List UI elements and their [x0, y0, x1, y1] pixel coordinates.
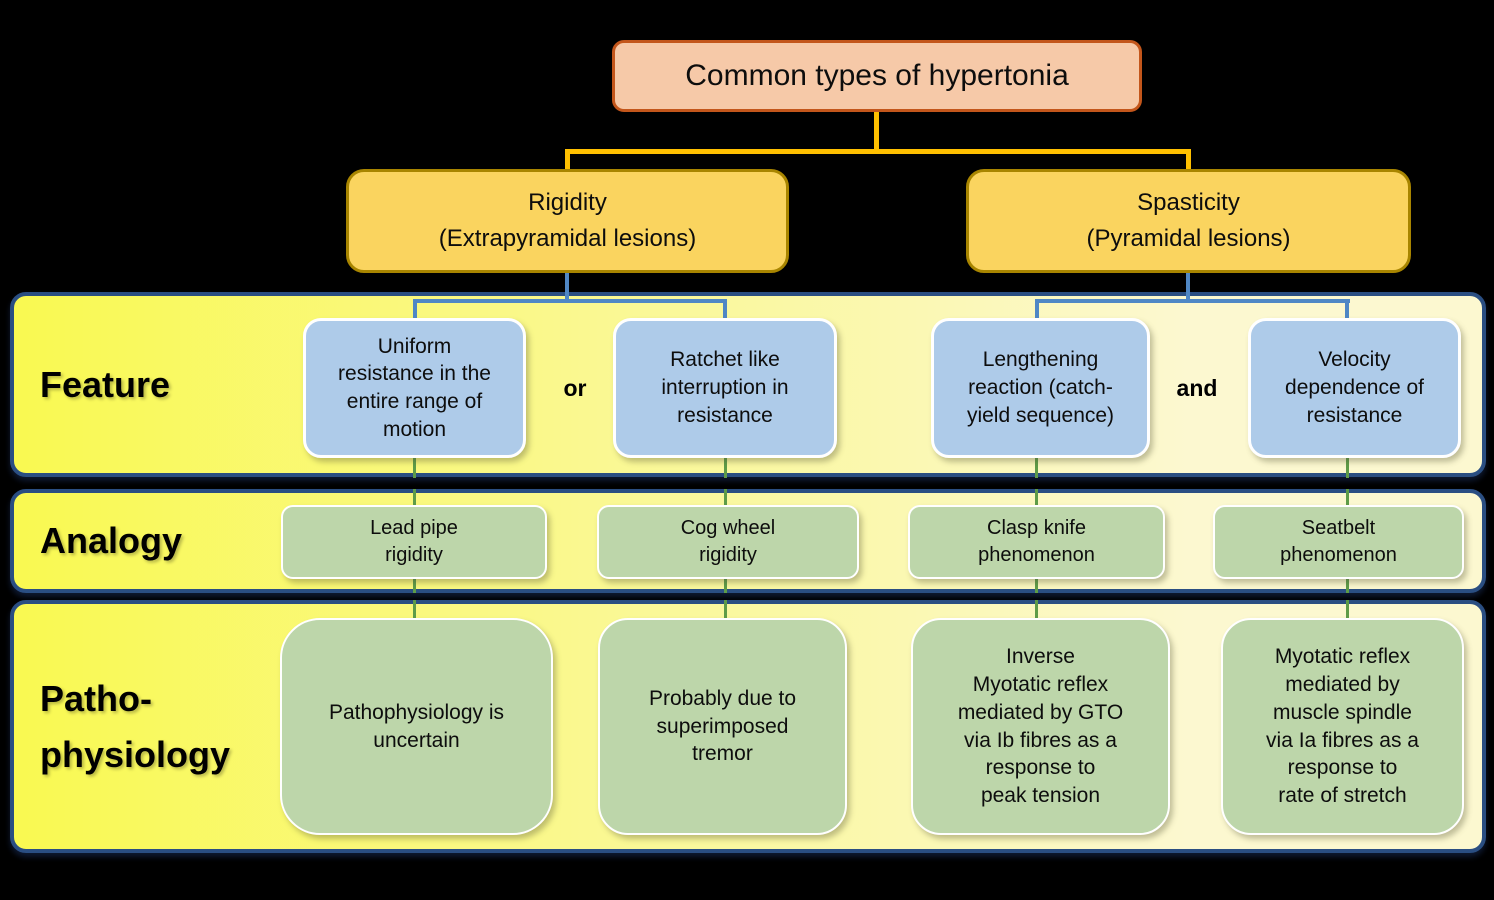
- connector-col1-patho-in: [413, 600, 416, 619]
- connector-spasticity-stem: [1186, 272, 1190, 303]
- connector-col4-feature-out: [1346, 455, 1349, 478]
- feature-lengthening-reaction: Lengthening reaction (catch- yield seque…: [931, 318, 1150, 458]
- analogy-lead-pipe: Lead pipe rigidity: [281, 505, 547, 579]
- patho-myotatic-reflex: Myotatic reflex mediated by muscle spind…: [1221, 618, 1464, 835]
- connector-col4-analogy-in: [1346, 489, 1349, 507]
- feature-uniform-resistance: Uniform resistance in the entire range o…: [303, 318, 526, 458]
- connector-rigidity-stem: [565, 272, 569, 303]
- connector-col2-patho-in: [724, 600, 727, 619]
- connector-spasticity-drop: [1186, 149, 1191, 170]
- connector-col4-patho-in: [1346, 600, 1349, 619]
- analogy-row-label: Analogy: [40, 520, 183, 562]
- connector-col1-feature-out: [413, 455, 416, 478]
- connector-feature1-drop: [413, 299, 417, 319]
- connector-title-stem: [874, 112, 879, 152]
- pathophysiology-row-label: Patho- physiology: [40, 677, 231, 775]
- patho-uncertain: Pathophysiology is uncertain: [280, 618, 553, 835]
- analogy-seatbelt: Seatbelt phenomenon: [1213, 505, 1464, 579]
- feature-conjunction-or: or: [563, 374, 587, 401]
- feature-ratchet-interruption: Ratchet like interruption in resistance: [613, 318, 837, 458]
- connector-feature3-drop: [1035, 299, 1039, 319]
- connector-col1-analogy-out: [413, 575, 416, 593]
- analogy-cog-wheel: Cog wheel rigidity: [597, 505, 859, 579]
- connector-feature4-drop: [1345, 299, 1349, 319]
- connector-col2-analogy-out: [724, 575, 727, 593]
- connector-feature2-drop: [723, 299, 727, 319]
- connector-col3-feature-out: [1035, 455, 1038, 478]
- connector-rigidity-bracket: [413, 299, 727, 303]
- connector-col3-analogy-out: [1035, 575, 1038, 593]
- patho-inverse-myotatic-reflex: Inverse Myotatic reflex mediated by GTO …: [911, 618, 1170, 835]
- branch-rigidity: Rigidity (Extrapyramidal lesions): [346, 169, 789, 273]
- feature-velocity-dependence: Velocity dependence of resistance: [1248, 318, 1461, 458]
- patho-superimposed-tremor: Probably due to superimposed tremor: [598, 618, 847, 835]
- diagram-title: Common types of hypertonia: [612, 40, 1142, 112]
- connector-rigidity-drop: [565, 149, 570, 170]
- connector-col2-feature-out: [724, 455, 727, 478]
- connector-title-horizontal: [565, 149, 1191, 154]
- branch-spasticity: Spasticity (Pyramidal lesions): [966, 169, 1411, 273]
- connector-col3-analogy-in: [1035, 489, 1038, 507]
- connector-spasticity-bracket: [1035, 299, 1350, 303]
- connector-col3-patho-in: [1035, 600, 1038, 619]
- connector-col4-analogy-out: [1346, 575, 1349, 593]
- connector-col2-analogy-in: [724, 489, 727, 507]
- feature-conjunction-and: and: [1176, 374, 1218, 401]
- analogy-clasp-knife: Clasp knife phenomenon: [908, 505, 1165, 579]
- feature-row-label: Feature: [40, 363, 171, 405]
- connector-col1-analogy-in: [413, 489, 416, 507]
